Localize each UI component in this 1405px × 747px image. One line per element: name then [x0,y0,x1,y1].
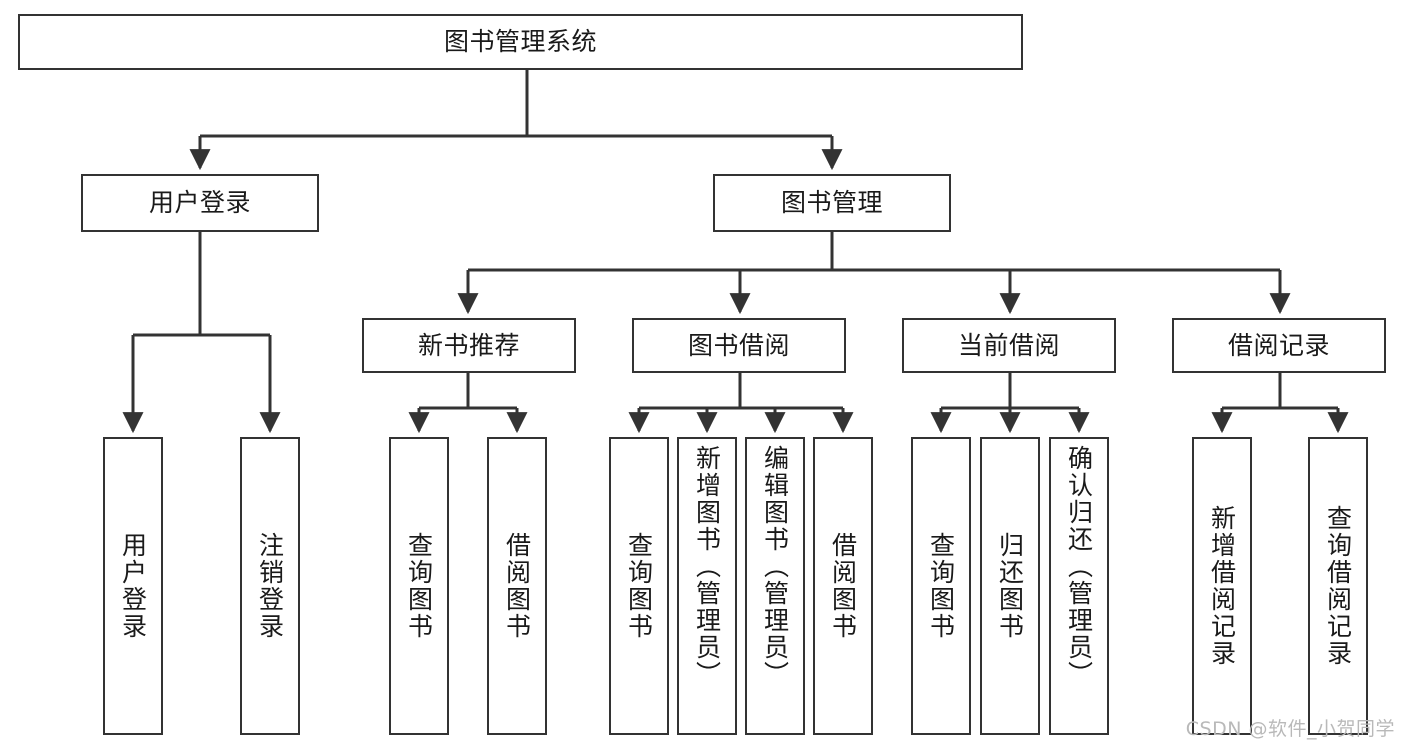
node-leaf-borrow-book-2[interactable]: 借阅图书 [813,437,873,735]
node-leaf-edit-book-label: 编辑图书（管理员） [760,445,790,688]
node-leaf-edit-book[interactable]: 编辑图书（管理员） [745,437,805,735]
node-leaf-add-record[interactable]: 新增借阅记录 [1192,437,1252,735]
node-leaf-borrow-book-2-label: 借阅图书 [828,532,858,640]
node-borrow-record[interactable]: 借阅记录 [1172,318,1386,373]
node-leaf-borrow-book-1[interactable]: 借阅图书 [487,437,547,735]
node-leaf-user-login-label: 用户登录 [118,532,148,640]
node-book-borrow[interactable]: 图书借阅 [632,318,846,373]
node-leaf-user-logout[interactable]: 注销登录 [240,437,300,735]
node-leaf-query-book-1[interactable]: 查询图书 [389,437,449,735]
node-leaf-query-record-label: 查询借阅记录 [1323,505,1353,667]
node-leaf-user-logout-label: 注销登录 [255,532,285,640]
node-leaf-confirm-return[interactable]: 确认归还（管理员） [1049,437,1109,735]
watermark-text: CSDN @软件_小贺同学 [1185,718,1395,740]
node-leaf-user-login[interactable]: 用户登录 [103,437,163,735]
node-root-label: 图书管理系统 [443,27,597,57]
node-leaf-return-book-label: 归还图书 [995,532,1025,640]
node-user-login[interactable]: 用户登录 [81,174,319,232]
node-leaf-add-book-label: 新增图书（管理员） [692,445,722,688]
node-leaf-query-book-2-label: 查询图书 [624,532,654,640]
node-user-login-label: 用户登录 [148,188,251,218]
node-new-book-recommend-label: 新书推荐 [417,330,520,360]
node-leaf-add-book[interactable]: 新增图书（管理员） [677,437,737,735]
node-leaf-borrow-book-1-label: 借阅图书 [502,532,532,640]
node-book-borrow-label: 图书借阅 [687,330,790,360]
node-book-manage-label: 图书管理 [780,188,883,218]
node-leaf-confirm-return-label: 确认归还（管理员） [1064,445,1094,688]
node-current-borrow-label: 当前借阅 [957,330,1060,360]
node-current-borrow[interactable]: 当前借阅 [902,318,1116,373]
node-borrow-record-label: 借阅记录 [1227,330,1330,360]
node-leaf-add-record-label: 新增借阅记录 [1207,505,1237,667]
node-new-book-recommend[interactable]: 新书推荐 [362,318,576,373]
node-root[interactable]: 图书管理系统 [18,14,1023,70]
node-leaf-query-record[interactable]: 查询借阅记录 [1308,437,1368,735]
node-book-manage[interactable]: 图书管理 [713,174,951,232]
node-leaf-query-book-1-label: 查询图书 [404,532,434,640]
node-leaf-query-book-3-label: 查询图书 [926,532,956,640]
node-leaf-return-book[interactable]: 归还图书 [980,437,1040,735]
node-leaf-query-book-2[interactable]: 查询图书 [609,437,669,735]
node-leaf-query-book-3[interactable]: 查询图书 [911,437,971,735]
